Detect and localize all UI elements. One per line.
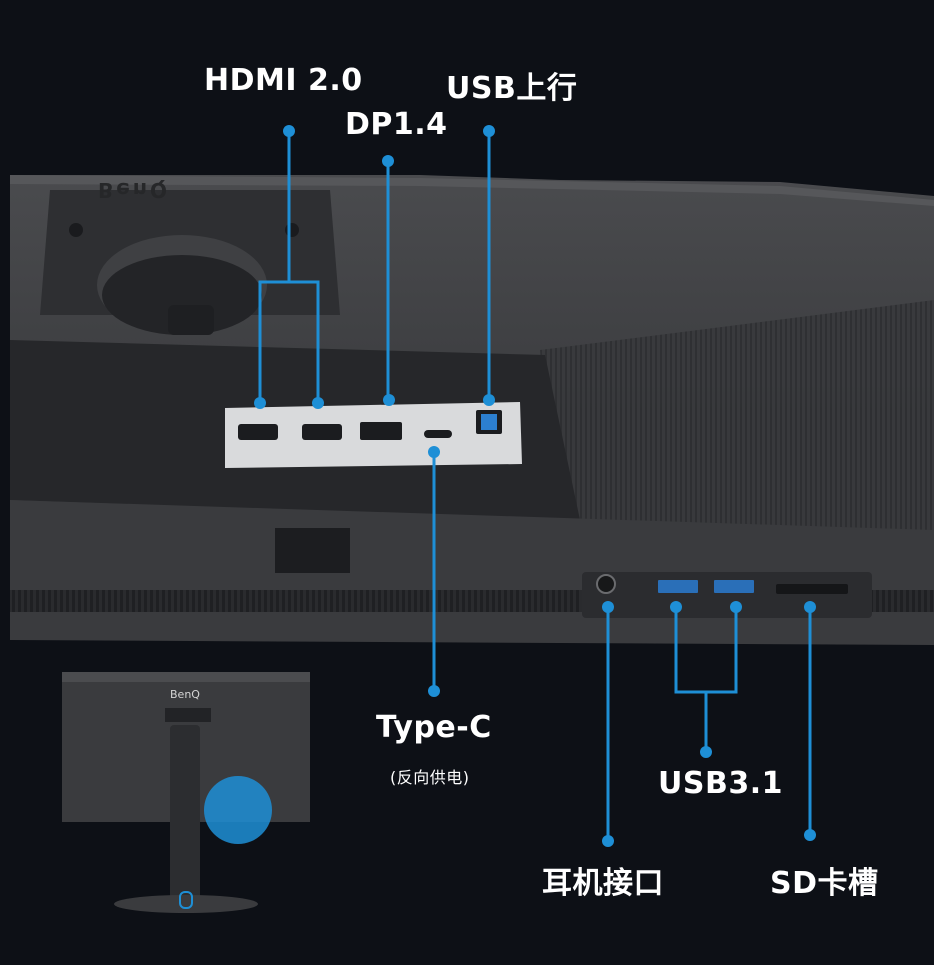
benq-logo: BenQ	[98, 178, 171, 202]
label-usb31: USB3.1	[658, 766, 783, 801]
label-usb-upstream: USB上行	[446, 71, 578, 106]
dp-port	[360, 422, 402, 440]
sd-card-slot	[776, 584, 848, 594]
label-hdmi: HDMI 2.0	[204, 63, 363, 98]
hdmi-port-2	[302, 424, 342, 440]
side-port-bay	[582, 572, 872, 618]
monitor-thumbnail	[62, 672, 310, 913]
usb-a-port-1	[658, 580, 698, 593]
benq-logo-thumbnail: BenQ	[170, 688, 200, 701]
highlight-circle	[204, 776, 272, 844]
label-type-c: Type-C	[376, 710, 492, 745]
hdmi-port-1	[238, 424, 278, 440]
label-type-c-note: (反向供电)	[390, 768, 470, 787]
headphone-jack	[596, 574, 616, 594]
usb-c-port	[424, 430, 452, 438]
callout-lines	[258, 131, 812, 841]
label-dp: DP1.4	[345, 107, 448, 142]
usb-a-port-2	[714, 580, 754, 593]
label-headphone: 耳机接口	[542, 866, 664, 901]
label-sd-slot: SD卡槽	[770, 866, 879, 901]
callout-dots	[254, 125, 816, 847]
